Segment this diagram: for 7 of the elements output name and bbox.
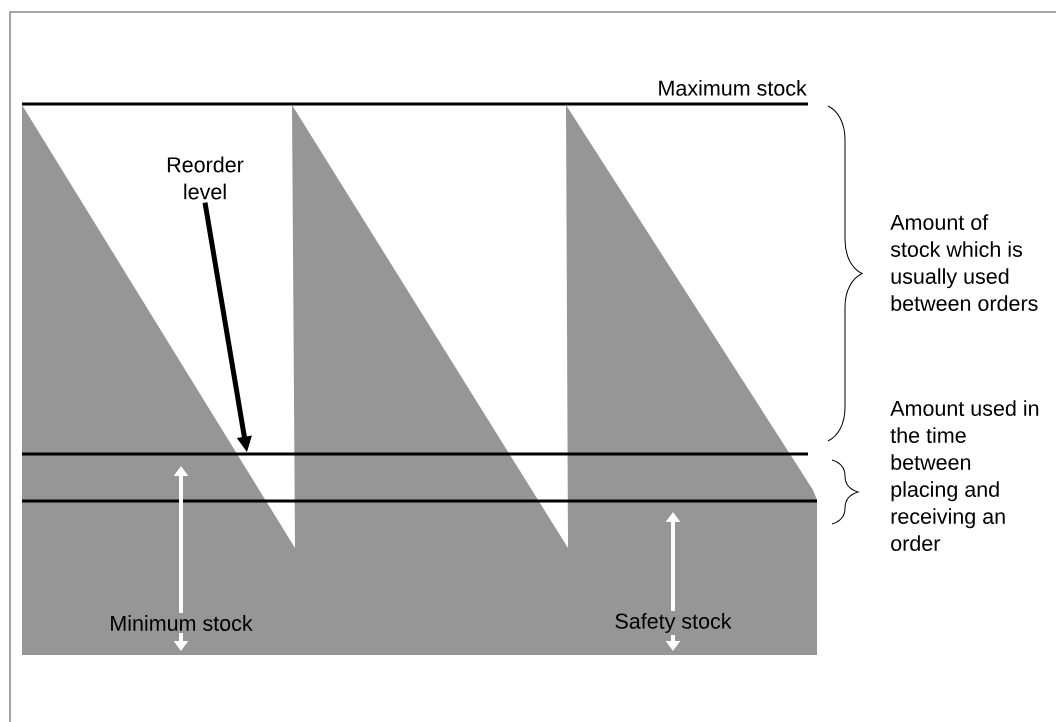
dimension-label: Minimum stock — [107, 613, 255, 633]
bracket-label: Amount used in the time between placing and receiving an order — [890, 400, 1039, 551]
reorder-level-line — [22, 452, 808, 456]
label-text: Reorder level — [167, 156, 244, 200]
label-text: Maximum stock — [659, 80, 807, 96]
bracket-label: Amount of stock which is usually used between orders — [890, 214, 1038, 311]
dimension-label: Safety stock — [612, 611, 734, 636]
